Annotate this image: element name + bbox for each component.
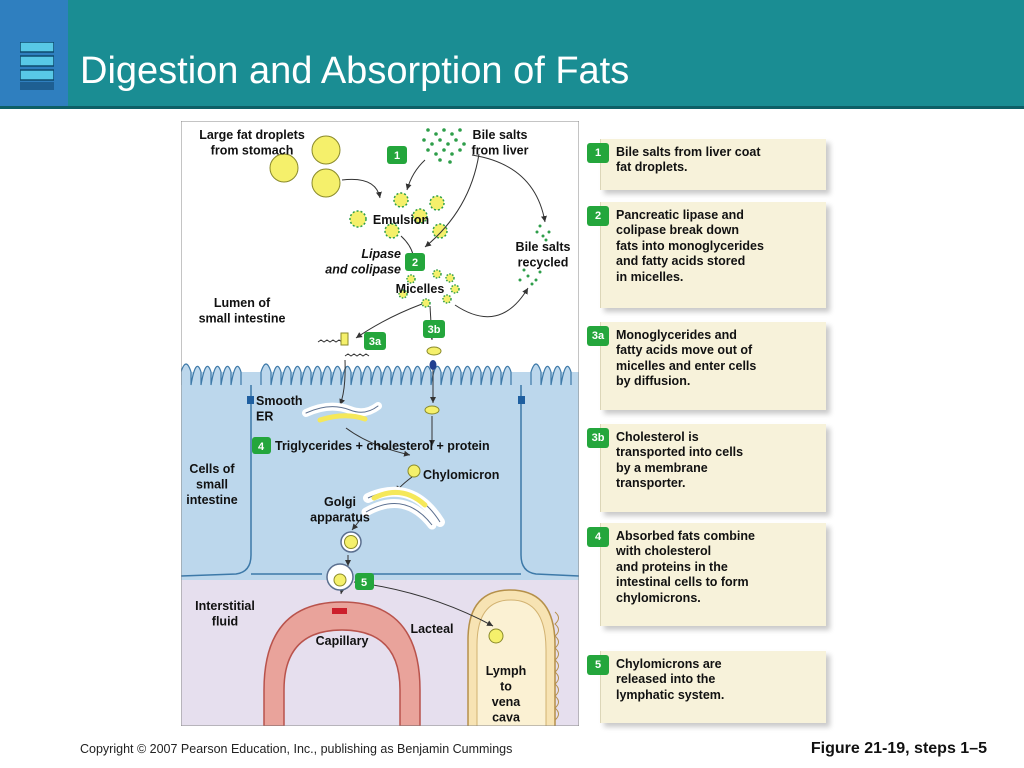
step-marker-3b: 3b — [423, 320, 445, 338]
figure-caption: Figure 21-19, steps 1–5 — [810, 740, 987, 757]
step-number-badge: 4 — [587, 527, 609, 547]
intestinal-cells-region — [181, 372, 579, 580]
step-card-5: 5 Chylomicrons are released into the lym… — [587, 651, 826, 723]
step-card-background — [600, 424, 826, 512]
step-description: Absorbed fats combine with cholesterol a… — [616, 529, 755, 605]
title-bar-underline — [0, 106, 1024, 109]
step-card-background — [600, 322, 826, 410]
step-number-badge: 1 — [587, 143, 609, 163]
emulsion-droplets — [349, 192, 448, 239]
step-card-background — [600, 523, 826, 626]
step-marker-1-text: 1 — [394, 150, 400, 162]
step-description: Cholesterol is transported into cells by… — [616, 430, 744, 491]
chylomicron-in-lacteal — [488, 628, 504, 644]
step-card-2: 2 Pancreatic lipase and colipase break d… — [587, 202, 826, 308]
lacteal-wall-wave — [554, 611, 559, 721]
released-chylomicron — [333, 573, 347, 587]
label-chylomicron: Chylomicron — [423, 468, 499, 482]
label-capillary: Capillary — [316, 634, 369, 648]
step-marker-5-text: 5 — [361, 577, 367, 589]
step-marker-3a: 3a — [364, 332, 386, 350]
step-description: Bile salts from liver coat fat droplets. — [616, 145, 761, 175]
label-emulsion: Emulsion — [373, 213, 429, 227]
step-marker-3a-text: 3a — [369, 336, 382, 348]
capillary-vessel — [263, 601, 421, 726]
fatty-acid-squiggles — [317, 339, 370, 357]
step-marker-4: 4 — [252, 437, 271, 454]
step-description: Pancreatic lipase and colipase break dow… — [616, 208, 764, 284]
tight-junction-right — [518, 396, 525, 404]
label-micelles: Micelles — [396, 282, 445, 296]
monoglyceride-icon — [340, 332, 349, 346]
chylomicron-in-cell — [407, 464, 421, 478]
step-card-background — [600, 139, 826, 190]
step-card-1: 1 Bile salts from liver coat fat droplet… — [587, 139, 826, 190]
step-marker-2: 2 — [405, 253, 425, 271]
capillary-barrier-icon — [332, 608, 347, 614]
golgi-apparatus-icon — [361, 486, 445, 530]
step-marker-2-text: 2 — [412, 257, 418, 269]
tight-junction-left — [247, 396, 254, 404]
step-card-background — [600, 202, 826, 308]
cell-boundary-left — [181, 385, 252, 577]
fat-droplets — [269, 135, 341, 198]
step-marker-4-text: 4 — [258, 441, 265, 453]
smooth-er-icon — [302, 402, 382, 423]
step-number-badge: 2 — [587, 206, 609, 226]
cholesterol-icon — [426, 346, 442, 356]
step-description: Chylomicrons are released into the lymph… — [616, 657, 725, 702]
label-triglycerides: Triglycerides + cholesterol + protein — [275, 439, 490, 453]
step-description: Monoglycerides and fatty acids move out … — [616, 328, 757, 389]
micelles — [398, 269, 460, 308]
copyright-notice: Copyright © 2007 Pearson Education, Inc.… — [80, 742, 513, 756]
step-card-background — [600, 651, 826, 723]
bile-salt-dots — [422, 128, 551, 286]
step-card-4: 4 Absorbed fats combine with cholesterol… — [587, 523, 826, 626]
step-number-badge: 5 — [587, 655, 609, 675]
vesicle-chylomicron — [344, 535, 358, 549]
step-marker-3b-text: 3b — [428, 324, 441, 336]
slide-logo-icon — [20, 42, 54, 90]
step-card-3b: 3b Cholesterol is transported into cells… — [587, 424, 826, 512]
page-title: Digestion and Absorption of Fats — [80, 50, 630, 92]
microvilli — [181, 363, 572, 386]
step-marker-5: 5 — [355, 573, 374, 590]
step-card-3a: 3a Monoglycerides and fatty acids move o… — [587, 322, 826, 410]
step-number-badge: 3b — [587, 428, 609, 448]
cholesterol-in-cell-icon — [424, 405, 440, 415]
membrane-transporter-icon — [429, 360, 437, 370]
step-number-badge: 3a — [587, 326, 609, 346]
step-marker-1: 1 — [387, 146, 407, 164]
title-bar — [0, 0, 1024, 106]
cell-boundary-right — [520, 385, 579, 577]
label-lacteal: Lacteal — [410, 622, 453, 636]
